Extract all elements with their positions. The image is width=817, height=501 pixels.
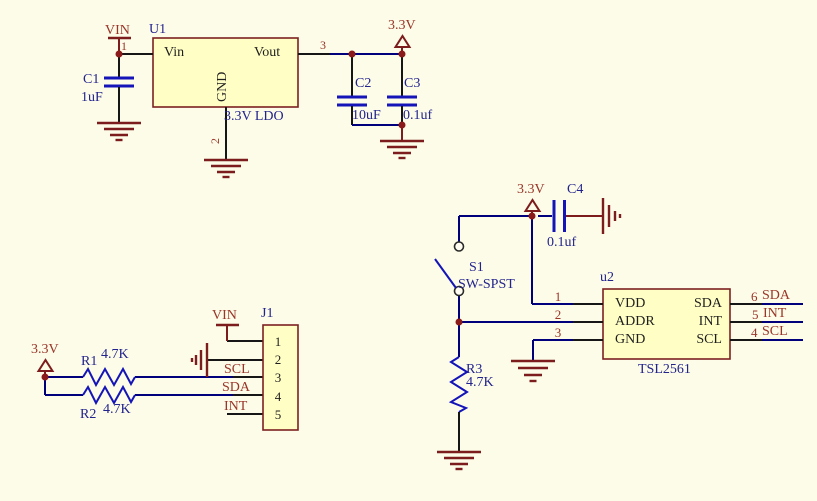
comment-s1[interactable]: SW-SPST <box>458 277 515 292</box>
value-c3[interactable]: 0.1uf <box>403 108 433 123</box>
junction-dot <box>398 50 406 58</box>
capacitor-c2[interactable] <box>337 54 367 125</box>
pin-number: 2 <box>554 307 562 322</box>
value-r1[interactable]: 4.7K <box>101 347 129 362</box>
designator-s1[interactable]: S1 <box>469 260 484 275</box>
wire[interactable] <box>458 214 573 360</box>
wire[interactable] <box>352 124 403 140</box>
capacitor-c4[interactable] <box>552 200 602 232</box>
net-label-sda[interactable]: SDA <box>762 288 791 303</box>
net-label-3v3[interactable]: 3.3V <box>388 18 416 33</box>
designator-c3[interactable]: C3 <box>404 76 421 91</box>
ground-symbol[interactable] <box>380 139 424 160</box>
switch-s1[interactable] <box>434 241 465 297</box>
pin-number: 4 <box>751 325 758 340</box>
designator-r1[interactable]: R1 <box>81 354 98 369</box>
junction-dot <box>528 212 536 220</box>
designator-u1[interactable]: U1 <box>149 22 167 37</box>
power-port-vin-u1[interactable] <box>108 36 131 51</box>
net-label-vin[interactable]: VIN <box>105 23 130 38</box>
designator-c2[interactable]: C2 <box>355 76 372 91</box>
junction-dot <box>41 373 49 381</box>
resistor-r1[interactable] <box>82 366 136 388</box>
value-c4[interactable]: 0.1uf <box>547 235 577 250</box>
value-r3[interactable]: 4.7K <box>466 375 494 390</box>
designator-j1[interactable]: J1 <box>261 306 274 321</box>
pin-name-vin: Vin <box>164 45 185 60</box>
net-label-vin[interactable]: VIN <box>212 308 237 323</box>
ground-symbol[interactable] <box>437 450 481 471</box>
pin-number: 1 <box>274 334 282 349</box>
power-port-3v3-ldo[interactable] <box>393 34 412 53</box>
designator-u2[interactable]: u2 <box>600 270 614 285</box>
comment-u2[interactable]: TSL2561 <box>638 362 691 377</box>
capacitor-c1[interactable] <box>104 54 134 122</box>
wire[interactable] <box>44 340 263 415</box>
designator-r2[interactable]: R2 <box>80 407 97 422</box>
power-port-3v3-header[interactable] <box>36 358 55 375</box>
value-c1[interactable]: 1uF <box>81 90 103 105</box>
net-label-3v3[interactable]: 3.3V <box>517 182 545 197</box>
pin-number: 3 <box>320 38 326 52</box>
wire[interactable] <box>119 53 403 159</box>
pin-number: 2 <box>208 138 222 144</box>
value-c2[interactable]: 10uF <box>352 108 381 123</box>
designator-c1[interactable]: C1 <box>83 72 100 87</box>
net-label-scl[interactable]: SCL <box>762 324 788 339</box>
pin-number: 4 <box>274 389 282 404</box>
pin-name-scl: SCL <box>696 332 722 347</box>
pin-name-int: INT <box>698 314 722 329</box>
pin-name-addr: ADDR <box>615 314 655 329</box>
ground-symbol[interactable] <box>204 158 248 179</box>
pin-name-sda: SDA <box>693 296 722 311</box>
net-label-int[interactable]: INT <box>763 306 787 321</box>
pin-name-vout: Vout <box>254 45 281 60</box>
net-label-scl[interactable]: SCL <box>224 362 250 377</box>
component-u2-tsl2561[interactable] <box>602 288 731 360</box>
pin-number: 1 <box>121 39 127 53</box>
connector-j1[interactable] <box>262 324 299 431</box>
ground-symbol[interactable] <box>511 359 555 383</box>
resistor-r3[interactable] <box>448 324 469 451</box>
pin-name-gnd: GND <box>215 71 230 102</box>
pin-number: 5 <box>274 407 282 422</box>
designator-r3[interactable]: R3 <box>466 362 483 377</box>
junction-dot <box>455 318 463 326</box>
value-r2[interactable]: 4.7K <box>103 402 131 417</box>
net-label-sda[interactable]: SDA <box>222 380 251 395</box>
pin-number: 6 <box>751 289 758 304</box>
pin-number: 1 <box>554 289 562 304</box>
ground-symbol[interactable] <box>601 198 622 234</box>
ground-symbol[interactable] <box>97 121 141 142</box>
designator-c4[interactable]: C4 <box>567 182 584 197</box>
junction-dot <box>115 50 123 58</box>
pin-number: 3 <box>274 370 282 385</box>
ground-symbol[interactable] <box>190 343 209 377</box>
resistor-r2[interactable] <box>82 384 136 406</box>
component-u1-ldo[interactable] <box>152 37 299 108</box>
pin-name-vdd: VDD <box>615 296 646 311</box>
wire[interactable] <box>573 303 803 341</box>
power-port-vin-header[interactable] <box>216 323 239 341</box>
junction-dot <box>348 50 356 58</box>
net-label-int[interactable]: INT <box>224 399 248 414</box>
pin-number: 2 <box>274 352 282 367</box>
junction-dot <box>398 121 406 129</box>
pin-number: 3 <box>554 325 562 340</box>
pin-number: 5 <box>752 307 759 322</box>
net-label-3v3[interactable]: 3.3V <box>31 342 59 357</box>
comment-u1[interactable]: 3.3V LDO <box>224 109 284 124</box>
pin-name-gnd: GND <box>615 332 646 347</box>
